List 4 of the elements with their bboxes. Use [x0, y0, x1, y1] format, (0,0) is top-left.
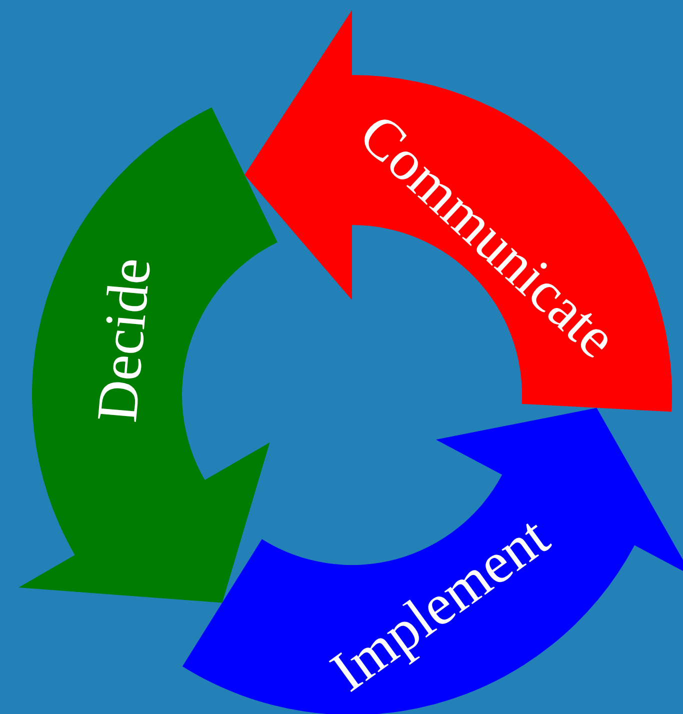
- arrow-label: Decide: [88, 256, 160, 424]
- cycle-step: [182, 408, 683, 714]
- cycle-step: [244, 10, 672, 412]
- cycle-step: [18, 107, 278, 603]
